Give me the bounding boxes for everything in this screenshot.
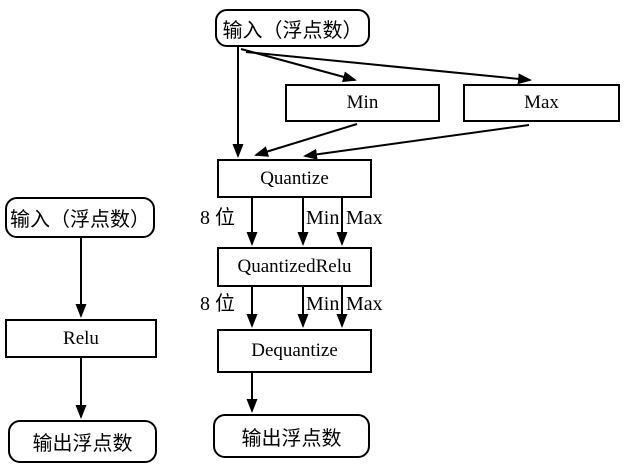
left-input-node: 输入（浮点数）	[5, 197, 155, 238]
edge-label-max-2: Max	[346, 293, 383, 315]
right-input-node: 输入（浮点数）	[215, 9, 370, 47]
arrow-min-to-quantize	[254, 123, 358, 157]
left-output-node: 输出浮点数	[8, 420, 157, 463]
dequantize-node: Dequantize	[217, 329, 372, 373]
edge-label-min-2: Min	[306, 293, 340, 315]
edge-label-8bit-1: 8 位	[200, 207, 235, 229]
edge-label-min-1: Min	[306, 207, 340, 229]
edge-label-8bit-2: 8 位	[200, 293, 235, 315]
edge-label-max-1: Max	[346, 207, 383, 229]
relu-node: Relu	[5, 319, 157, 358]
arrow-input-to-min	[240, 48, 357, 83]
min-node: Min	[285, 84, 440, 122]
arrow-input-to-max	[245, 51, 532, 85]
arrow-max-to-quantize	[303, 124, 530, 160]
quantized-relu-node: QuantizedRelu	[217, 247, 372, 287]
max-node: Max	[463, 84, 620, 122]
right-output-node: 输出浮点数	[213, 414, 370, 458]
quantize-node: Quantize	[217, 159, 372, 198]
